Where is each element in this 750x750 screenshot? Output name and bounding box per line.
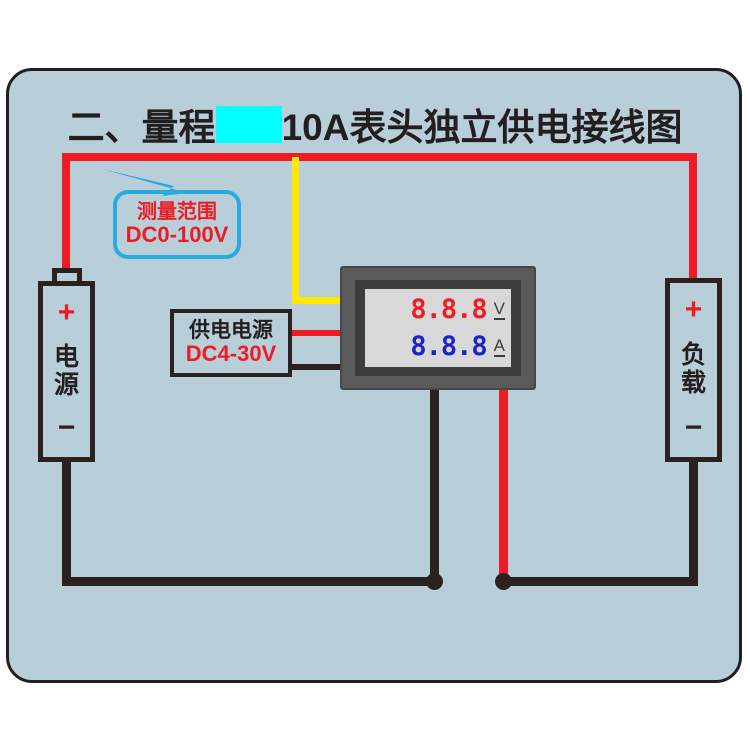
voltage-digits: 8.8.8 xyxy=(410,294,487,325)
load-cell: + 负载 − xyxy=(665,278,722,462)
supply-voltage-box: 供电电源 DC4-30V xyxy=(170,309,292,377)
red-wire-to-source-positive xyxy=(62,153,70,279)
panel-meter: 8.8.8 V 8.8.8 A xyxy=(340,266,536,390)
voltage-unit-label: V xyxy=(493,298,505,320)
yellow-sense-wire-vertical xyxy=(292,157,299,304)
source-terminal-nub xyxy=(52,268,82,282)
black-supply-wire-to-meter xyxy=(292,364,344,370)
yellow-sense-wire-horizontal xyxy=(292,297,344,304)
current-readout-row: 8.8.8 A xyxy=(367,328,505,365)
source-label: 电源 xyxy=(53,342,79,399)
load-plus-sign: + xyxy=(684,293,703,326)
black-meter-lead-down xyxy=(430,389,439,585)
supply-box-line1: 供电电源 xyxy=(189,318,273,342)
source-plus-sign: + xyxy=(57,296,76,329)
source-minus-sign: − xyxy=(57,411,76,444)
black-wire-source-negative-horizontal xyxy=(62,577,438,586)
junction-dot-right xyxy=(495,573,512,590)
black-wire-load-negative-horizontal xyxy=(503,577,698,586)
meter-bezel: 8.8.8 V 8.8.8 A xyxy=(355,280,521,376)
source-cell: + 电源 − xyxy=(38,281,95,462)
red-meter-lead-down xyxy=(499,389,508,585)
red-top-rail-horizontal xyxy=(62,153,697,161)
black-wire-load-negative-vertical xyxy=(689,462,698,585)
current-unit-label: A xyxy=(493,335,505,357)
red-supply-wire-to-meter xyxy=(292,330,344,336)
voltage-readout-row: 8.8.8 V xyxy=(367,291,505,328)
load-minus-sign: − xyxy=(684,411,703,444)
junction-dot-left xyxy=(426,573,443,590)
current-digits: 8.8.8 xyxy=(410,331,487,362)
title-suffix: 10A表头独立供电接线图 xyxy=(281,107,683,148)
measurement-range-callout: 测量范围 DC0-100V xyxy=(113,190,241,259)
load-label: 负载 xyxy=(680,341,706,397)
title-highlight-block xyxy=(215,105,282,143)
supply-box-line2: DC4-30V xyxy=(185,340,277,366)
callout-line2: DC0-100V xyxy=(125,221,229,247)
title-prefix: 二、量程 xyxy=(67,107,216,148)
red-wire-to-load-positive xyxy=(689,153,697,278)
meter-lcd-screen: 8.8.8 V 8.8.8 A xyxy=(365,289,511,367)
black-wire-source-negative-vertical xyxy=(62,462,71,585)
page-title: 二、量程 10A表头独立供电接线图 xyxy=(0,98,750,150)
callout-line1: 测量范围 xyxy=(137,200,217,223)
